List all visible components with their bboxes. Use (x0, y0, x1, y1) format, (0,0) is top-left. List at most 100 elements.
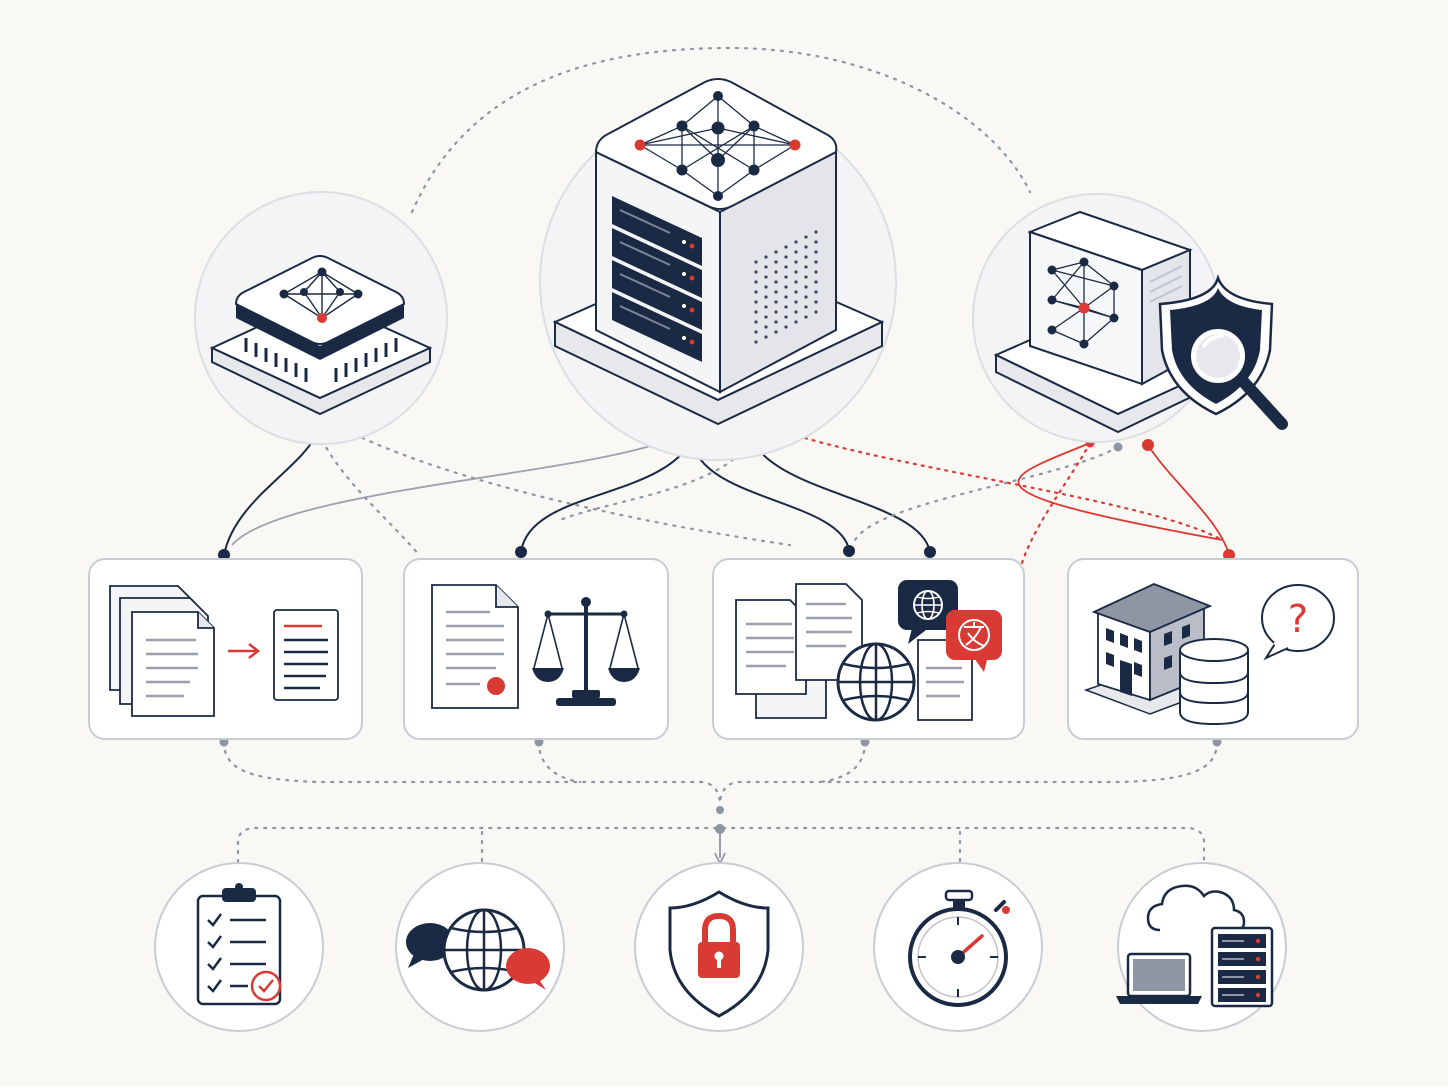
vent-hole (784, 305, 788, 309)
edge-chip-node (194, 191, 448, 445)
qa-to-merge-dotted (718, 740, 1219, 807)
chip-network-icon (279, 267, 363, 323)
vent-hole (774, 270, 778, 274)
server-platform-side (554, 320, 883, 426)
vent-hole (764, 295, 768, 299)
drive-bay (612, 196, 702, 266)
globe-chat-icon (898, 580, 958, 644)
vent-hole (794, 240, 798, 244)
vent-hole (784, 325, 788, 329)
drive-bay (612, 228, 702, 298)
outcome-bus-dotted (236, 826, 1206, 864)
vent-hole (804, 275, 808, 279)
server-to-translation-link-2 (751, 439, 931, 553)
summary-to-merge-dotted (222, 740, 722, 807)
vent-hole (804, 235, 808, 239)
vent-hole (804, 305, 808, 309)
vent-hole (814, 250, 818, 254)
vent-hole (804, 285, 808, 289)
dot (843, 545, 855, 557)
chip-body-top (234, 255, 406, 345)
central-server-node (539, 78, 897, 461)
vent-hole (794, 280, 798, 284)
chip-base-side (211, 346, 431, 416)
appliance-to-qa-red-link (1147, 444, 1230, 556)
vent-hole (764, 285, 768, 289)
vent-hole (794, 310, 798, 314)
document-stack-icon (109, 585, 215, 717)
arrow-right-icon (228, 643, 261, 659)
translate-chat-icon (946, 610, 1002, 672)
multilingual-documents-icon (735, 583, 973, 721)
vent-hole (814, 300, 818, 304)
drive-bay (612, 260, 702, 330)
vent-hole (774, 250, 778, 254)
vent-hole (814, 270, 818, 274)
vent-hole (784, 285, 788, 289)
dot (515, 546, 527, 558)
legal-document-icon (431, 584, 519, 709)
vent-hole (794, 250, 798, 254)
vent-hole (804, 245, 808, 249)
vent-hole (784, 315, 788, 319)
server-to-summary-link (231, 439, 669, 546)
vent-hole (814, 260, 818, 264)
vent-hole (754, 310, 758, 314)
vent-hole (794, 300, 798, 304)
server-to-qa-red-dotted (780, 429, 1224, 542)
drive-bay (612, 292, 702, 362)
appliance-to-qa-red-link-2 (1017, 442, 1223, 541)
magnifier-icon (1185, 323, 1288, 430)
checklist-icon (196, 883, 282, 1006)
vent-hole (784, 245, 788, 249)
dot (924, 546, 936, 558)
vent-hole (814, 230, 818, 234)
vent-hole (774, 300, 778, 304)
vent-hole (764, 335, 768, 339)
vent-hole (814, 310, 818, 314)
vent-hole (814, 290, 818, 294)
appliance-to-translation-red-dotted (1018, 441, 1092, 572)
laptop-cloud-server-icon (1116, 884, 1274, 1008)
stopwatch-icon (908, 889, 1010, 1007)
vent-hole (774, 320, 778, 324)
vent-hole (784, 275, 788, 279)
vent-hole (794, 260, 798, 264)
server-vent-grille (754, 230, 818, 344)
top-arc-connector (410, 46, 1032, 214)
vent-hole (774, 280, 778, 284)
server-to-legal-dotted (558, 438, 754, 522)
secure-appliance-node (972, 193, 1288, 443)
vent-hole (764, 265, 768, 269)
vent-hole (764, 255, 768, 259)
legal-to-merge-dotted (537, 740, 582, 784)
vent-hole (764, 325, 768, 329)
vent-hole (754, 340, 758, 344)
server-drive-bays (612, 196, 702, 362)
vent-hole (764, 275, 768, 279)
merge-node (715, 824, 725, 834)
chip-to-legal-dotted (316, 430, 422, 558)
vent-hole (784, 265, 788, 269)
vent-hole (754, 290, 758, 294)
globe-icon (836, 642, 916, 722)
question-bubble-icon: ? (1261, 584, 1335, 661)
vent-hole (764, 305, 768, 309)
chip-body-side (236, 304, 404, 360)
merge-node-top (716, 806, 724, 814)
vent-hole (804, 265, 808, 269)
vent-hole (754, 330, 758, 334)
appliance-network-icon (1047, 257, 1119, 349)
vent-hole (764, 315, 768, 319)
scales-icon (532, 597, 640, 706)
dot (1113, 442, 1123, 452)
vent-hole (754, 320, 758, 324)
vent-hole (814, 280, 818, 284)
vent-hole (754, 260, 758, 264)
database-icon (1179, 638, 1249, 726)
vent-hole (784, 255, 788, 259)
server-neural-net-icon (634, 91, 801, 201)
vent-hole (774, 310, 778, 314)
